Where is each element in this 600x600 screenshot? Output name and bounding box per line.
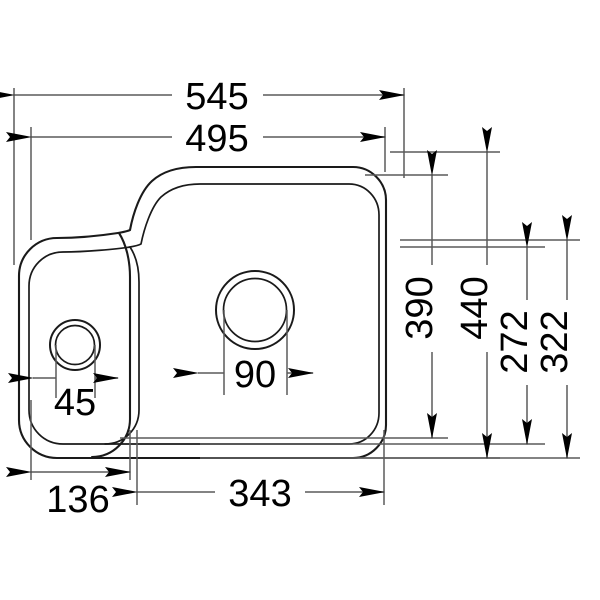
small-bowl-drain-outer-circle <box>49 319 101 371</box>
dimension-440-group: 440 <box>454 127 496 459</box>
sink-outer-rim-outline <box>17 165 388 460</box>
dimension-272-group: 272 <box>494 222 536 445</box>
bowl-divider-outer-outline <box>90 231 132 459</box>
dim-label-322: 322 <box>534 310 576 373</box>
dimension-343-group: 343 <box>112 473 385 515</box>
dim-label-45: 45 <box>54 382 96 424</box>
dim-label-272: 272 <box>494 310 536 373</box>
dimension-90-group: 90 <box>173 354 314 396</box>
small-bowl-drain-inner-circle <box>54 324 96 366</box>
dim-label-90: 90 <box>234 354 276 396</box>
dim-label-390: 390 <box>399 276 441 339</box>
bowl-divider-outline <box>104 246 140 445</box>
main-bowl-drain-outer-circle <box>215 270 295 350</box>
dimension-136-group: 136 <box>6 467 131 521</box>
main-bowl-drain-inner-circle <box>222 277 288 343</box>
dimension-45-group: 45 <box>8 373 119 424</box>
dim-label-343: 343 <box>228 473 291 515</box>
dim-label-440: 440 <box>454 276 496 339</box>
dimension-545-group: 545 <box>0 76 405 118</box>
dimension-390-group: 390 <box>399 150 441 439</box>
sink-outline-group <box>17 165 388 460</box>
dimension-322-group: 322 <box>534 215 576 459</box>
dim-label-495: 495 <box>185 118 248 160</box>
dim-label-136: 136 <box>46 479 109 521</box>
dimension-495-group: 495 <box>6 118 386 160</box>
dim-label-545: 545 <box>185 76 248 118</box>
